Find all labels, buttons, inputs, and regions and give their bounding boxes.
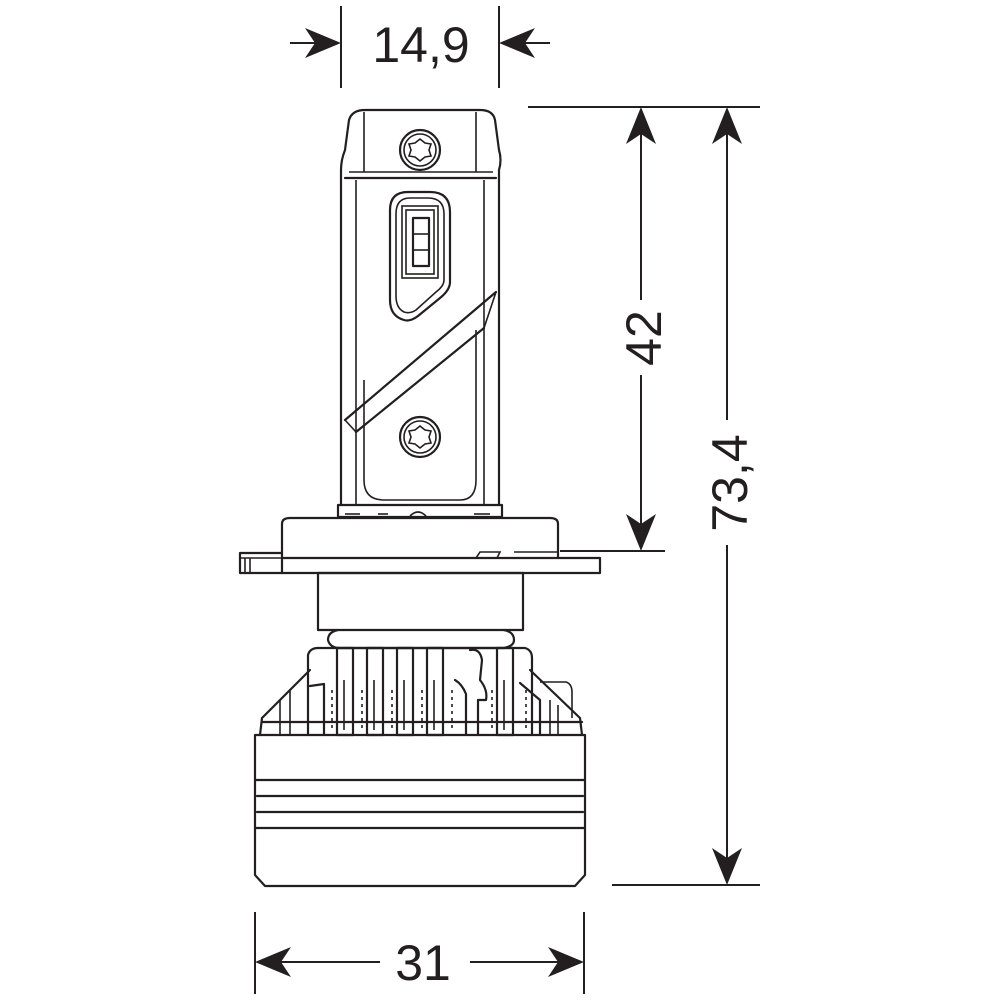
- dimension-right: 42 73,4: [528, 106, 760, 886]
- arrow-left-icon: [255, 947, 291, 977]
- led-chip-window: [388, 190, 452, 322]
- led-chip: [411, 216, 431, 268]
- driver-body: [253, 733, 587, 888]
- top-torx-screw-icon: [398, 128, 442, 172]
- arrow-right-icon: [305, 28, 341, 58]
- arrow-up-icon: [712, 107, 742, 144]
- dimension-base-width: 31: [254, 912, 585, 994]
- dimension-label-total-height: 73,4: [702, 434, 758, 531]
- neck: [316, 571, 525, 650]
- arrow-up-icon: [626, 107, 656, 144]
- led-housing: [339, 108, 502, 507]
- dimension-label-base-width: 31: [395, 935, 451, 991]
- dimension-label-upper-height: 42: [616, 310, 672, 366]
- bottom-torx-screw-icon: [398, 415, 442, 459]
- heat-sink: [258, 646, 584, 737]
- arrow-left-icon: [499, 28, 535, 58]
- arrow-right-icon: [548, 947, 584, 977]
- mounting-flange: [238, 503, 602, 575]
- dimension-top-width: 14,9: [290, 6, 550, 88]
- dimension-label-top-width: 14,9: [372, 17, 469, 73]
- arrow-down-icon: [626, 514, 656, 551]
- arrow-down-icon: [712, 848, 742, 885]
